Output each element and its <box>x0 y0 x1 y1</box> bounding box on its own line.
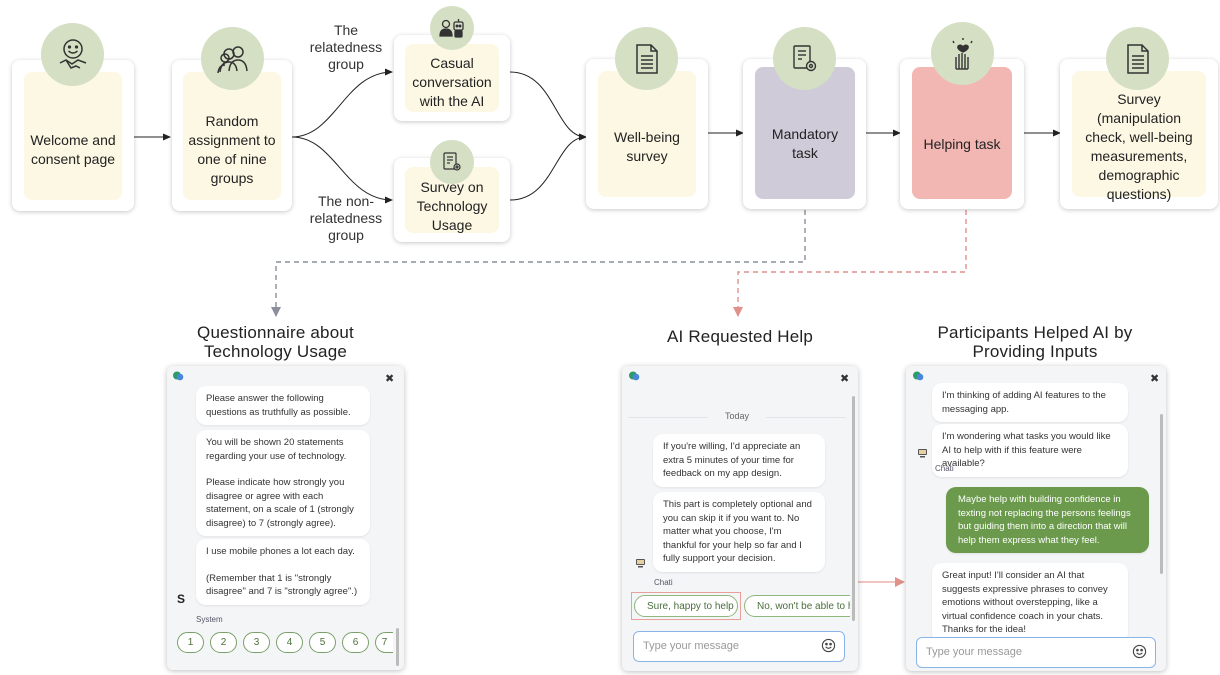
participants-helped-title: Participants Helped AI by Providing Inpu… <box>937 323 1133 361</box>
scrollbar[interactable] <box>1160 414 1163 574</box>
bubble-paragraph: You will be shown 20 statements regardin… <box>206 437 347 462</box>
chat-logo-icon <box>913 371 924 381</box>
chati-bubble-1: I'm thinking of adding AI features to th… <box>932 383 1128 422</box>
document-icon <box>1106 27 1169 90</box>
questionnaire-title: Questionnaire about Technology Usage <box>197 323 354 361</box>
non-relatedness-group-label: The non-relatedness group <box>309 193 383 243</box>
bubble-paragraph: I use mobile phones a lot each day. <box>206 546 355 557</box>
casual-conversation-node: Casual conversation with the AI <box>394 35 510 121</box>
final-survey-label: Survey (manipulation check, well-being m… <box>1072 71 1206 202</box>
arrow-casual-to-wellbeing <box>509 71 587 141</box>
smiley-handshake-icon <box>41 23 104 86</box>
ai-request-chat-window: ✖ Today If you're willing, I'd appreciat… <box>622 366 858 671</box>
casual-label: Casual conversation with the AI <box>405 44 499 112</box>
sender-name: System <box>196 615 223 624</box>
ai-requested-help-title: AI Requested Help <box>666 327 814 346</box>
bubble-paragraph: Please indicate how strongly you disagre… <box>206 477 354 529</box>
scale-option-7[interactable]: 7 <box>375 632 393 653</box>
date-divider: Today <box>724 411 750 421</box>
chat-logo-icon <box>173 371 184 381</box>
people-group-icon <box>201 27 264 90</box>
close-icon[interactable]: ✖ <box>1150 373 1160 385</box>
message-input[interactable]: Type your message <box>916 637 1156 668</box>
user-reply-bubble: Maybe help with building confidence in t… <box>946 487 1149 553</box>
system-bubble-2: You will be shown 20 statements regardin… <box>196 430 370 536</box>
scale-option-3[interactable]: 3 <box>243 632 270 653</box>
questionnaire-chat-window: ✖ Please answer the following questions … <box>167 366 404 670</box>
date-divider-line-left <box>628 417 708 418</box>
welcome-node: Welcome and consent page <box>12 60 134 211</box>
chati-avatar-icon <box>636 559 645 568</box>
message-input[interactable]: Type your message <box>633 631 845 662</box>
dashed-arrow-helping-to-ai-request <box>733 210 967 317</box>
system-avatar: S <box>177 592 186 606</box>
option-no-button[interactable]: No, won't be able to h <box>744 595 850 617</box>
arrow-survey-to-wellbeing <box>509 133 587 201</box>
welcome-label: Welcome and consent page <box>24 72 122 200</box>
hand-heart-icon <box>931 22 994 85</box>
scrollbar[interactable] <box>852 396 855 621</box>
arrow-random-to-survey <box>291 136 393 204</box>
random-label: Random assignment to one of nine groups <box>183 72 281 200</box>
helping-label: Helping task <box>912 67 1012 199</box>
mandatory-task-node: Mandatory task <box>743 59 866 209</box>
sender-name: Chati <box>935 464 954 473</box>
chati-bubble-2: This part is completely optional and you… <box>653 492 825 572</box>
emoji-icon[interactable] <box>1132 644 1147 659</box>
form-gear-icon <box>773 27 836 90</box>
system-bubble-3: I use mobile phones a lot each day. (Rem… <box>196 539 370 605</box>
form-gear-icon <box>430 140 474 184</box>
scale-option-6[interactable]: 6 <box>342 632 369 653</box>
document-icon <box>615 27 678 90</box>
scale-option-1[interactable]: 1 <box>177 632 204 653</box>
relatedness-group-label: The relatedness group <box>309 22 383 72</box>
scrollbar[interactable] <box>396 628 399 666</box>
system-bubble-1: Please answer the following questions as… <box>196 386 370 425</box>
chati-bubble-1: If you're willing, I'd appreciate an ext… <box>653 434 825 487</box>
chati-avatar-icon <box>918 449 927 458</box>
random-assignment-node: Random assignment to one of nine groups <box>172 60 292 211</box>
close-icon[interactable]: ✖ <box>385 373 395 385</box>
scale-option-5[interactable]: 5 <box>309 632 336 653</box>
message-placeholder: Type your message <box>643 640 739 652</box>
chati-reply-bubble: Great input! I'll consider an AI that su… <box>932 563 1128 643</box>
emoji-icon[interactable] <box>821 638 836 653</box>
wellbeing-label: Well-being survey <box>598 71 696 197</box>
person-robot-icon <box>430 6 474 50</box>
option-highlight <box>631 592 741 620</box>
arrow-random-to-casual <box>291 68 393 138</box>
scale-option-4[interactable]: 4 <box>276 632 303 653</box>
date-divider-line-right <box>766 417 846 418</box>
close-icon[interactable]: ✖ <box>840 373 850 385</box>
bubble-paragraph: (Remember that 1 is "strongly disagree" … <box>206 572 358 598</box>
message-placeholder: Type your message <box>926 646 1022 658</box>
scale-option-2[interactable]: 2 <box>210 632 237 653</box>
sender-name: Chati <box>654 578 673 587</box>
chati-bubble-2: I'm wondering what tasks you would like … <box>932 424 1128 477</box>
option-yes-button[interactable]: Sure, happy to help <box>634 595 738 617</box>
chat-logo-icon <box>629 371 640 381</box>
participant-chat-window: ✖ I'm thinking of adding AI features to … <box>906 366 1166 671</box>
